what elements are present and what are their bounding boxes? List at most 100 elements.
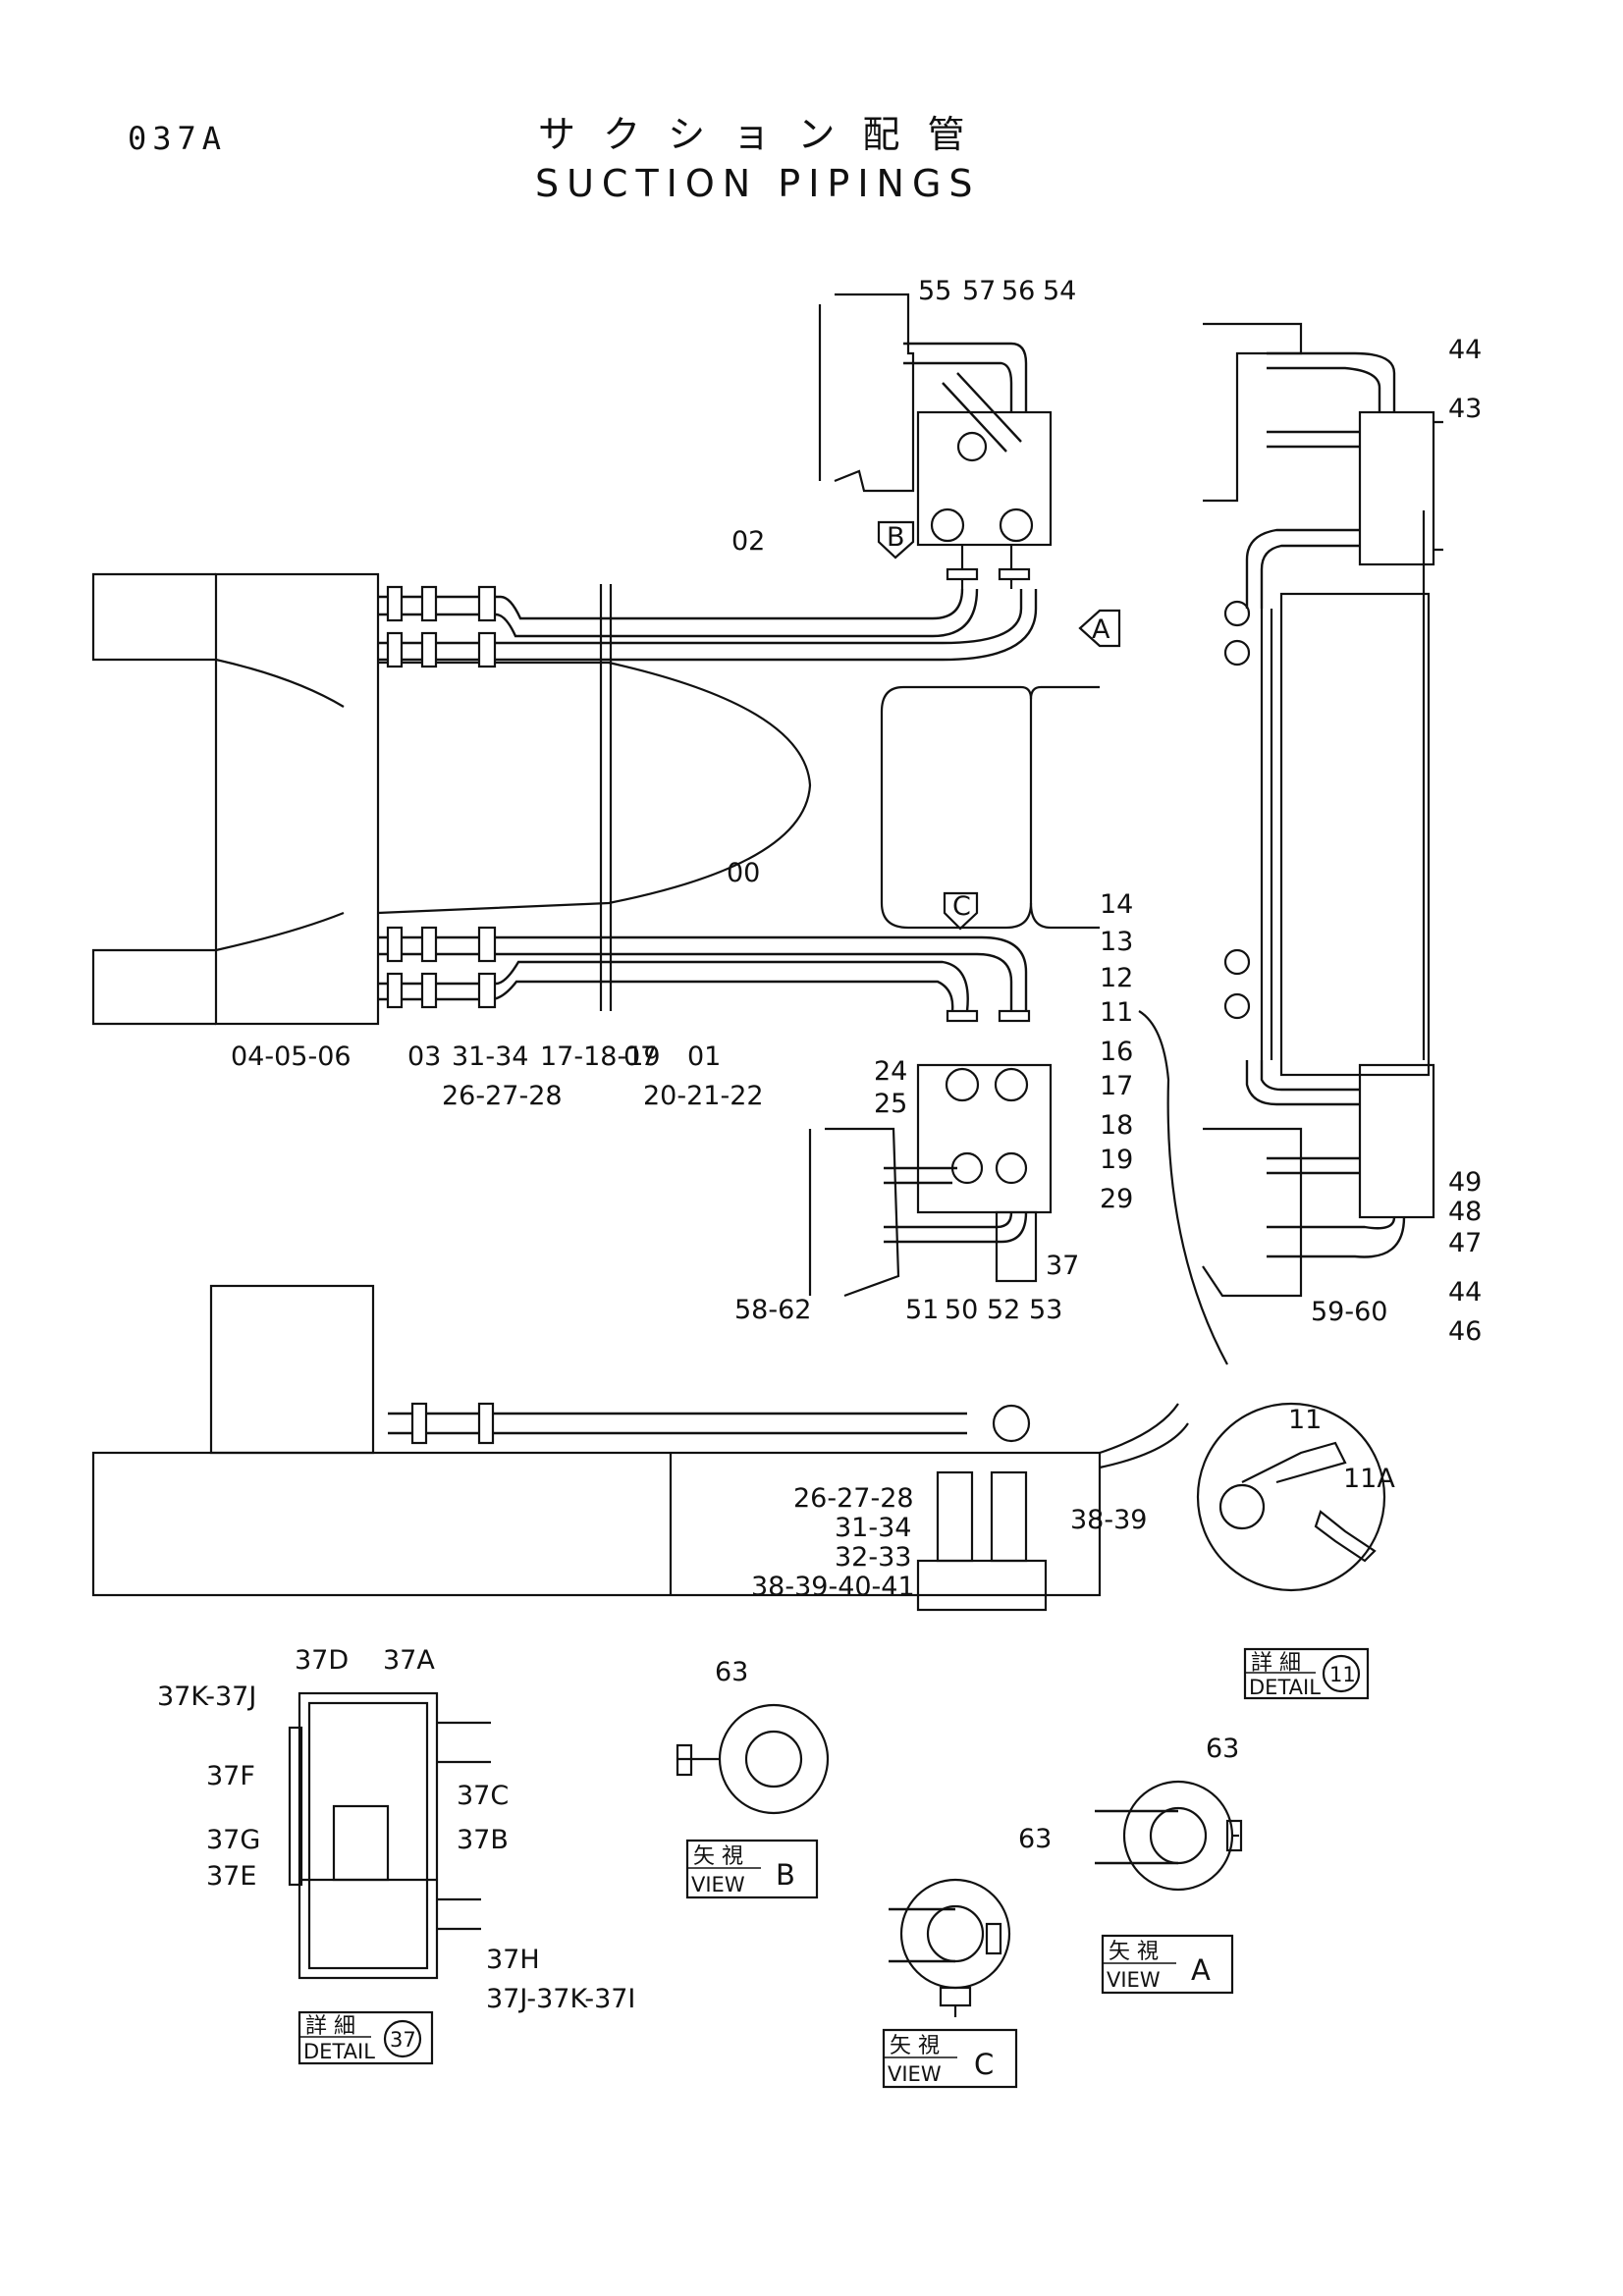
svg-text:DETAIL: DETAIL	[1249, 1676, 1321, 1699]
svg-text:矢 視: 矢 視	[693, 1844, 743, 1869]
callout-50: 50	[945, 1295, 978, 1325]
callout-07: 07	[623, 1041, 657, 1072]
callout-11: 11	[1100, 997, 1133, 1028]
view-a-flange	[1095, 1780, 1243, 1892]
right-side-assembly	[1202, 322, 1443, 1298]
svg-text:VIEW: VIEW	[691, 1873, 745, 1896]
callout-46: 46	[1448, 1316, 1482, 1347]
view-arrow-a: A	[1078, 609, 1121, 648]
callout-00: 00	[727, 858, 760, 888]
callout-13: 13	[1100, 927, 1133, 957]
callout-12: 12	[1100, 963, 1133, 993]
detail-11-box: 詳 細 DETAIL 11	[1243, 1647, 1370, 1700]
callout-26-27-28a: 26-27-28	[442, 1081, 563, 1111]
callout-37D: 37D	[295, 1645, 349, 1676]
callout-63-view-c: 63	[1018, 1824, 1052, 1854]
callout-labels: 55 57 56 54 44 43 02 00 01 07 03 04-05-0…	[157, 276, 1482, 2014]
svg-text:A: A	[1092, 614, 1110, 645]
callout-29: 29	[1100, 1184, 1133, 1214]
callout-17-18-19: 17-18-19	[540, 1041, 661, 1072]
svg-text:B: B	[776, 1858, 795, 1892]
callout-37A: 37A	[383, 1645, 435, 1676]
callout-37G: 37G	[206, 1825, 260, 1855]
view-arrow-c: C	[943, 891, 979, 931]
drawing-code: 037A	[128, 120, 227, 157]
callout-26-27-28b: 26-27-28	[793, 1483, 914, 1514]
callout-24: 24	[874, 1056, 907, 1087]
callout-37E: 37E	[206, 1861, 256, 1892]
title-japanese: サ ク シ ョ ン 配 管	[538, 113, 972, 156]
svg-text:詳 細: 詳 細	[1251, 1651, 1301, 1676]
callout-16: 16	[1100, 1037, 1133, 1067]
svg-text:矢 視: 矢 視	[1109, 1940, 1159, 1964]
callout-02: 02	[731, 526, 765, 557]
title-english: SUCTION PIPINGS	[535, 162, 981, 205]
detail-37-view	[288, 1691, 491, 1980]
svg-text:DETAIL: DETAIL	[303, 2040, 375, 2063]
view-b-box: 矢 視 VIEW B	[685, 1839, 819, 1899]
svg-text:37: 37	[390, 2028, 416, 2052]
callout-38-39: 38-39	[1070, 1505, 1147, 1535]
lower-suction-pipes	[378, 926, 1028, 1012]
callout-51: 51	[905, 1295, 939, 1325]
bottom-pump-assembly	[808, 1009, 1053, 1298]
main-frame-top-view	[91, 572, 1100, 1026]
svg-text:B: B	[887, 522, 905, 553]
callout-31-34b: 31-34	[835, 1513, 911, 1543]
callout-38-39-40-41: 38-39-40-41	[751, 1572, 915, 1602]
callout-44b: 44	[1448, 1277, 1482, 1308]
callout-59-60: 59-60	[1311, 1297, 1387, 1327]
callout-14: 14	[1100, 889, 1133, 920]
callout-31-34a: 31-34	[452, 1041, 528, 1072]
view-b-flange	[676, 1703, 830, 1815]
callout-54: 54	[1043, 276, 1076, 306]
callout-56: 56	[1001, 276, 1035, 306]
callout-37C: 37C	[457, 1781, 509, 1811]
view-c-box: 矢 視 VIEW C	[882, 2028, 1018, 2089]
svg-text:C: C	[974, 2048, 994, 2081]
callout-37B: 37B	[457, 1825, 509, 1855]
top-pump-assembly	[818, 293, 1053, 589]
callout-49: 49	[1448, 1167, 1482, 1198]
svg-text:A: A	[1191, 1953, 1211, 1987]
detail-11-leader	[1138, 1010, 1228, 1365]
svg-text:詳 細: 詳 細	[305, 2014, 355, 2039]
detail-37-box: 詳 細 DETAIL 37	[298, 2010, 434, 2065]
callout-11-detail: 11	[1288, 1405, 1322, 1435]
callout-37H: 37H	[486, 1945, 540, 1975]
callout-63-view-a: 63	[1206, 1734, 1239, 1764]
side-elevation-view	[91, 1284, 1189, 1612]
callout-01: 01	[687, 1041, 721, 1072]
view-a-box: 矢 視 VIEW A	[1101, 1934, 1234, 1995]
callout-58-62: 58-62	[734, 1295, 811, 1325]
callout-37K-37J: 37K-37J	[157, 1682, 256, 1712]
callout-52: 52	[987, 1295, 1020, 1325]
svg-text:VIEW: VIEW	[1107, 1968, 1161, 1992]
callout-44a: 44	[1448, 335, 1482, 365]
callout-55: 55	[918, 276, 951, 306]
callout-04-05-06: 04-05-06	[231, 1041, 352, 1072]
callout-48: 48	[1448, 1197, 1482, 1227]
callout-43: 43	[1448, 394, 1482, 424]
view-c-flange	[889, 1878, 1011, 2017]
callout-19: 19	[1100, 1145, 1133, 1175]
callout-57: 57	[962, 276, 996, 306]
callout-37F: 37F	[206, 1761, 255, 1791]
callout-63-view-b: 63	[715, 1657, 748, 1687]
callout-18: 18	[1100, 1110, 1133, 1141]
svg-text:11: 11	[1329, 1663, 1356, 1686]
svg-text:矢 視: 矢 視	[890, 2034, 940, 2058]
callout-53: 53	[1029, 1295, 1062, 1325]
callout-37: 37	[1046, 1251, 1079, 1281]
svg-text:VIEW: VIEW	[888, 2062, 942, 2086]
svg-text:C: C	[952, 891, 971, 922]
callout-03: 03	[407, 1041, 441, 1072]
callout-37J-37K-37I: 37J-37K-37I	[486, 1984, 635, 2014]
callout-47: 47	[1448, 1228, 1482, 1258]
callout-17: 17	[1100, 1071, 1133, 1101]
callout-25: 25	[874, 1089, 907, 1119]
callout-20-21-22: 20-21-22	[643, 1081, 764, 1111]
upper-suction-pipes	[378, 585, 1038, 668]
callout-11A: 11A	[1343, 1464, 1395, 1494]
